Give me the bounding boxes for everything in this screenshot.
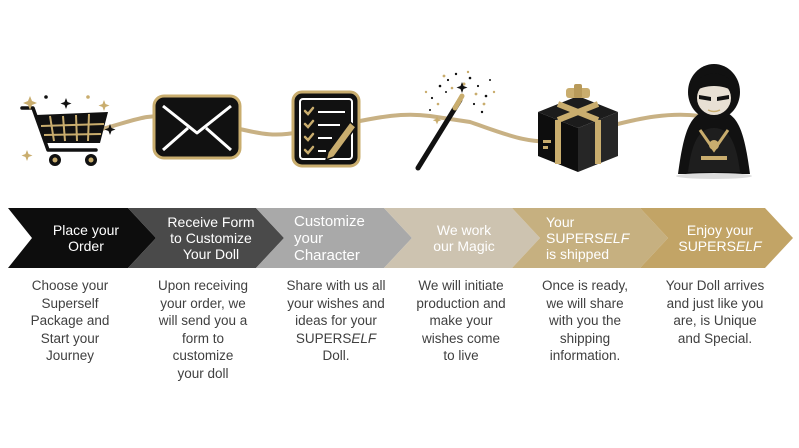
arrow-step-6 xyxy=(640,208,793,268)
step-5-description: Once is ready, we will share with you th… xyxy=(541,278,629,363)
envelope-icon xyxy=(152,94,242,160)
step-3-description: Share with us all your wishes and ideas … xyxy=(286,278,386,363)
step-2-description: Upon receiving your order, we will send … xyxy=(157,278,249,381)
arrow-step-2 xyxy=(128,208,284,268)
superhero-doll-icon xyxy=(676,64,752,179)
step-6-description: Your Doll arrives and just like you are,… xyxy=(665,278,765,346)
step-4-description: We will initiate production and make you… xyxy=(416,278,506,363)
shopping-cart-icon xyxy=(20,95,116,166)
step-3-title: Customize your Character xyxy=(294,212,365,264)
package-box-icon xyxy=(538,84,618,172)
step-6-title: Enjoy your SUPERSELF xyxy=(678,222,762,254)
magic-wand-icon xyxy=(415,70,496,171)
step-5-title: Your SUPERSELF is shipped xyxy=(546,214,630,262)
step-2-title: Receive Form to Customize Your Doll xyxy=(167,214,255,262)
arrow-step-3 xyxy=(256,208,412,268)
icons-row xyxy=(20,64,752,179)
arrow-step-5 xyxy=(512,208,668,268)
step-4-title: We work our Magic xyxy=(433,222,495,254)
checklist-pencil-icon xyxy=(291,90,361,168)
step-1-description: Choose your Superself Package and Start … xyxy=(30,278,110,363)
step-1-title: Place your Order xyxy=(52,222,120,254)
arrow-step-1 xyxy=(8,208,156,268)
arrow-step-4 xyxy=(384,208,540,268)
